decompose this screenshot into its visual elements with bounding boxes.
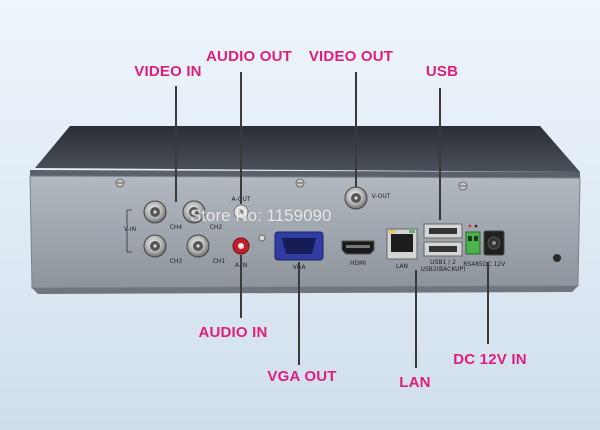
hdmi-port xyxy=(341,240,375,255)
leader-line-lan xyxy=(415,270,417,368)
dc-jack xyxy=(483,230,505,256)
panel-label-dc12v: DC 12V xyxy=(482,261,506,268)
panel-label-rs485: RS485 xyxy=(463,261,483,268)
bnc-ch4 xyxy=(143,200,167,224)
callout-audio-out: AUDIO OUT xyxy=(206,48,292,65)
leader-line-vga-out xyxy=(298,262,300,365)
store-watermark: Store No: 1159090 xyxy=(190,206,332,225)
panel-label-ch2: CH2 xyxy=(209,224,223,231)
leader-line-video-in xyxy=(175,86,177,202)
callout-video-in: VIDEO IN xyxy=(134,63,202,80)
chassis-bottom-shadow xyxy=(32,286,578,294)
screw-right xyxy=(458,181,468,191)
vga-port xyxy=(274,231,324,261)
vin-bracket xyxy=(126,209,132,253)
bnc-ch1 xyxy=(186,234,210,258)
callout-video-out: VIDEO OUT xyxy=(308,48,394,65)
panel-label-v-in: V-IN xyxy=(123,226,137,233)
panel-label-ch1: CH1 xyxy=(212,258,226,265)
panel-label-usb-bottom: USB2(BACKUP) xyxy=(420,266,466,273)
panel-label-ch3: CH3 xyxy=(169,258,183,265)
rs485-terminal xyxy=(465,224,481,255)
bnc-ch3 xyxy=(143,234,167,258)
leader-line-dc12v xyxy=(487,262,489,344)
leader-line-video-out xyxy=(355,72,357,187)
screw-mid xyxy=(295,178,305,188)
callout-lan: LAN xyxy=(399,374,431,391)
bnc-ch2 xyxy=(182,200,206,224)
callout-usb: USB xyxy=(425,63,459,80)
callout-vga-out: VGA OUT xyxy=(267,368,337,385)
leader-line-audio-out xyxy=(240,72,242,204)
lan-port xyxy=(386,228,418,260)
callout-dc12v-in: DC 12V IN xyxy=(453,351,527,368)
panel-label-ch4: CH4 xyxy=(169,224,183,231)
callout-audio-in: AUDIO IN xyxy=(198,324,268,341)
leader-line-audio-in xyxy=(240,255,242,318)
chassis-top xyxy=(35,126,580,172)
panel-label-v-out: V-OUT xyxy=(371,193,391,200)
panel-label-usb-top: USB1 / 2 xyxy=(430,259,456,266)
rca-audio-in xyxy=(232,237,250,255)
leader-line-usb xyxy=(439,88,441,220)
vent-hole xyxy=(553,254,561,262)
panel-label-hdmi: HDMI xyxy=(349,260,367,267)
panel-label-lan: LAN xyxy=(395,263,409,270)
screw-left xyxy=(115,178,125,188)
usb-ports xyxy=(423,223,463,257)
small-button xyxy=(258,234,266,242)
bnc-vout xyxy=(344,186,368,210)
rca-audio-out xyxy=(233,204,249,220)
